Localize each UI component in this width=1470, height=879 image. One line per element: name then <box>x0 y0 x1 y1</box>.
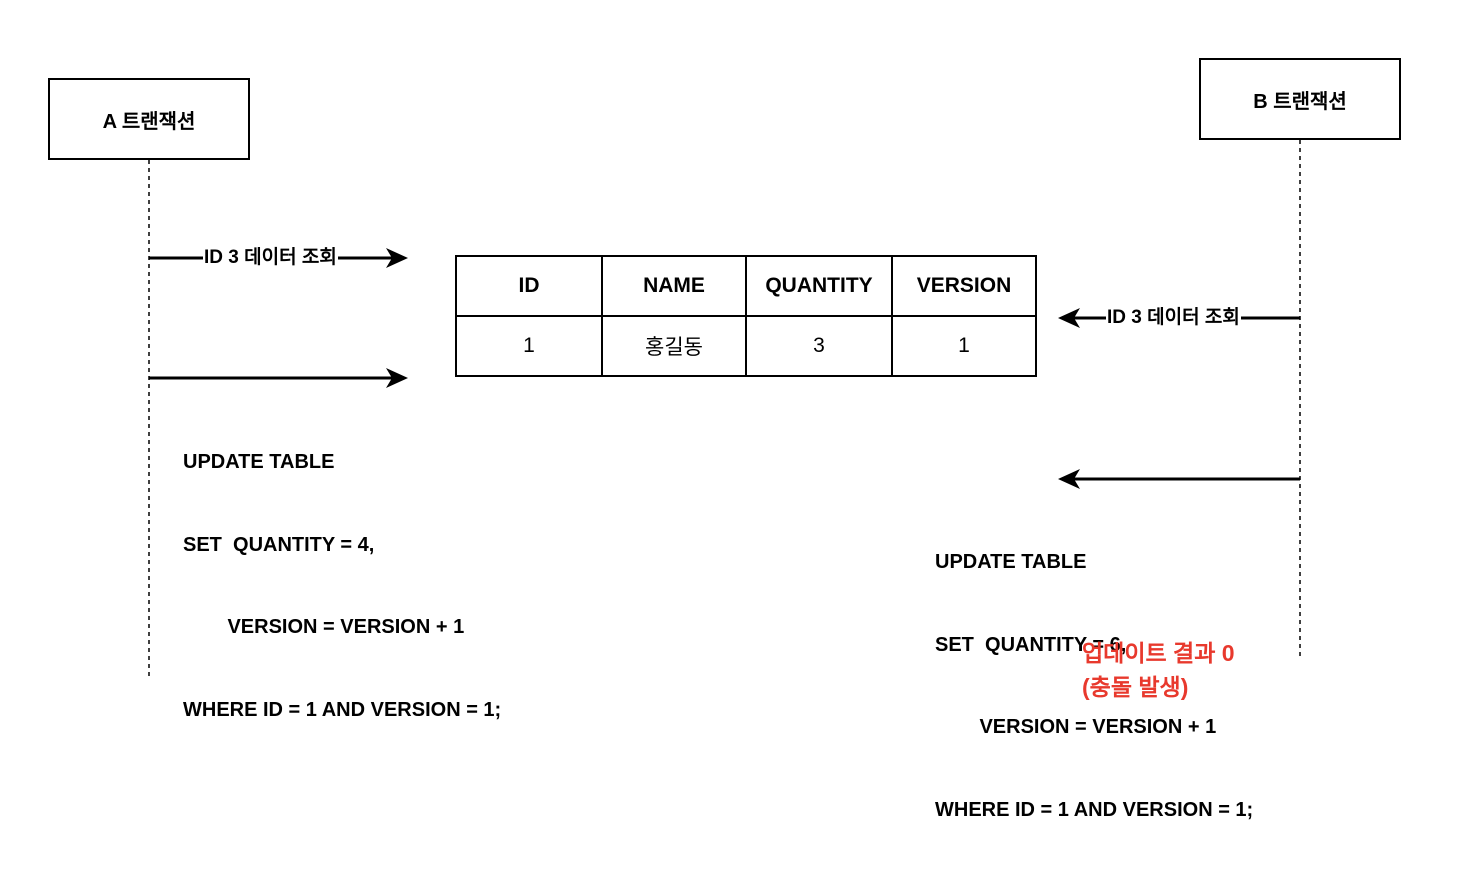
sql-line: WHERE ID = 1 AND VERSION = 1; <box>935 798 1254 821</box>
sql-line: SET QUANTITY = 6, <box>935 633 1127 656</box>
cell-quantity: 3 <box>745 315 893 377</box>
sql-line: SET QUANTITY = 4, <box>183 533 375 556</box>
result-line: 업데이트 결과 0 <box>1082 640 1235 666</box>
sql-line: UPDATE TABLE <box>935 551 1087 573</box>
b-update-arrowhead <box>1058 469 1080 489</box>
table-header-row: ID NAME QUANTITY VERSION <box>455 255 1037 317</box>
conflict-result: 업데이트 결과 0 (충돌 발생) <box>1082 636 1235 704</box>
col-header-version: VERSION <box>891 255 1037 317</box>
table-row: 1 홍길동 3 1 <box>455 315 1037 377</box>
a-read-arrowhead <box>386 248 408 268</box>
sql-line: UPDATE TABLE <box>183 451 335 473</box>
sql-line: WHERE ID = 1 AND VERSION = 1; <box>183 698 502 721</box>
cell-id: 1 <box>455 315 603 377</box>
transaction-b-label: B 트랜잭션 <box>1253 90 1347 113</box>
optimistic-lock-diagram: A 트랜잭션 B 트랜잭션 ID 3 데이터 조회 ID 3 데이터 조회 ID… <box>48 58 1401 821</box>
sql-line: VERSION = VERSION + 1 <box>935 716 1217 738</box>
data-table: ID NAME QUANTITY VERSION 1 홍길동 3 1 <box>455 255 1037 377</box>
cell-version: 1 <box>891 315 1037 377</box>
transaction-b-box: B 트랜잭션 <box>1199 58 1401 140</box>
b-read-arrowhead <box>1058 308 1080 328</box>
cell-name: 홍길동 <box>601 315 747 377</box>
transaction-a-box: A 트랜잭션 <box>48 78 250 160</box>
result-line: (충돌 발생) <box>1082 674 1189 700</box>
a-update-arrowhead <box>386 368 408 388</box>
col-header-name: NAME <box>601 255 747 317</box>
transaction-a-label: A 트랜잭션 <box>102 110 196 133</box>
b-read-label: ID 3 데이터 조회 <box>1106 307 1241 329</box>
a-read-label: ID 3 데이터 조회 <box>203 247 338 269</box>
col-header-id: ID <box>455 255 603 317</box>
sql-line: VERSION = VERSION + 1 <box>183 616 465 638</box>
a-update-sql: UPDATE TABLE SET QUANTITY = 4, VERSION =… <box>183 394 501 779</box>
col-header-quantity: QUANTITY <box>745 255 893 317</box>
